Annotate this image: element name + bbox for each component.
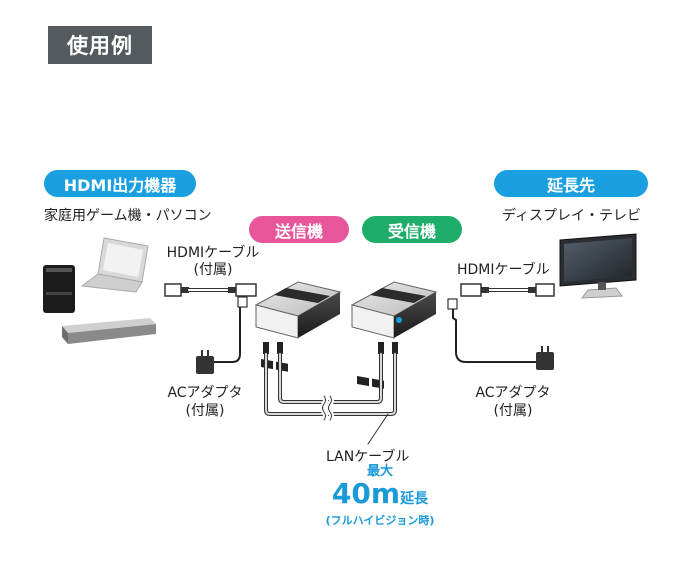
transmitter-device bbox=[254, 281, 342, 372]
laptop-icon bbox=[80, 237, 149, 293]
recorder-icon bbox=[62, 318, 156, 344]
target-badge: 延長先 bbox=[494, 170, 648, 197]
left-adapter-label-line1: ACアダプタ bbox=[167, 385, 243, 401]
receiver-device bbox=[350, 281, 438, 389]
left-hdmi-cable-label-line2: (付属) bbox=[193, 262, 233, 278]
right-hdmi-cable bbox=[460, 283, 555, 297]
right-adapter-label: ACアダプタ (付属) bbox=[468, 384, 558, 420]
right-ac-adapter bbox=[447, 298, 554, 370]
lan-cables bbox=[263, 342, 398, 445]
left-hdmi-cable-label: HDMIケーブル (付属) bbox=[158, 245, 268, 279]
left-hdmi-cable bbox=[164, 283, 257, 297]
game-console-icon bbox=[43, 265, 75, 313]
left-ac-adapter bbox=[196, 296, 248, 374]
right-adapter-label-line1: ACアダプタ bbox=[475, 385, 551, 401]
lan-distance-suffix: 延長 bbox=[400, 491, 429, 507]
tv-icon bbox=[559, 233, 637, 299]
source-badge: HDMI出力機器 bbox=[44, 170, 196, 197]
page-title: 使用例 bbox=[48, 26, 152, 64]
transmitter-badge: 送信機 bbox=[249, 216, 349, 243]
left-adapter-label-line2: (付属) bbox=[185, 403, 225, 419]
receiver-badge: 受信機 bbox=[362, 216, 462, 243]
right-hdmi-cable-label: HDMIケーブル bbox=[457, 262, 550, 278]
source-caption: 家庭用ゲーム機・パソコン bbox=[44, 208, 212, 224]
lan-distance-block: 最大 40m延長 (フルハイビジョン時) bbox=[300, 464, 460, 528]
lan-note: (フルハイビジョン時) bbox=[325, 514, 435, 527]
target-caption: ディスプレイ・テレビ bbox=[502, 208, 642, 224]
left-hdmi-cable-label-line1: HDMIケーブル bbox=[166, 245, 260, 261]
right-adapter-label-line2: (付属) bbox=[493, 403, 533, 419]
lan-cable-label: LANケーブル bbox=[326, 449, 410, 465]
lan-max-label: 最大 bbox=[366, 464, 393, 479]
lan-distance: 40m延長 bbox=[300, 479, 460, 514]
lan-distance-value: 40m bbox=[331, 477, 401, 510]
left-adapter-label: ACアダプタ (付属) bbox=[160, 384, 250, 420]
